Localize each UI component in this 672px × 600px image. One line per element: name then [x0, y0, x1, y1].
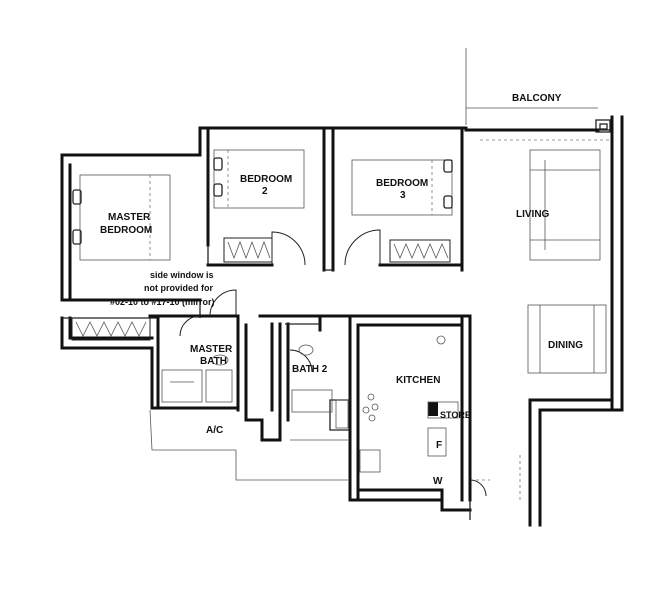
- label-bedroom-3-line1: BEDROOM: [376, 178, 428, 189]
- doors: [179, 229, 487, 497]
- label-bedroom-2-line2: 2: [262, 186, 268, 197]
- balcony-area: [465, 48, 611, 133]
- label-master-bedroom-line2: BEDROOM: [100, 225, 152, 236]
- label-dining: DINING: [548, 340, 583, 351]
- label-bedroom-2: BEDROOM 2: [240, 174, 292, 197]
- label-kitchen: KITCHEN: [396, 375, 440, 386]
- exterior-walls: [60, 115, 624, 527]
- label-bedroom-2-line1: BEDROOM: [240, 174, 292, 185]
- label-master-bath-line2: BATH: [200, 356, 227, 367]
- label-fridge: F: [436, 440, 442, 451]
- label-ac: A/C: [206, 425, 223, 436]
- label-bath-2: BATH 2: [292, 364, 328, 375]
- windows: [71, 237, 451, 341]
- note-line1: side window is: [150, 270, 214, 280]
- label-washer: W: [433, 476, 443, 487]
- label-bedroom-3: BEDROOM 3: [376, 178, 428, 201]
- label-master-bath-line1: MASTER: [190, 344, 233, 355]
- label-master-bedroom: MASTER BEDROOM: [100, 212, 152, 236]
- side-window-note: side window is not provided for #02-10 t…: [110, 270, 215, 307]
- label-balcony: BALCONY: [512, 93, 562, 104]
- label-living: LIVING: [516, 209, 550, 220]
- label-master-bath: MASTER BATH: [190, 344, 233, 367]
- note-line3: #02-10 to #17-10 (mirror): [110, 297, 215, 307]
- label-store: STORE: [440, 410, 471, 420]
- fixtures: [72, 139, 610, 500]
- note-line2: not provided for: [144, 283, 213, 293]
- internal-walls: [60, 126, 472, 520]
- label-master-bedroom-line1: MASTER: [108, 212, 151, 223]
- label-bedroom-3-line2: 3: [400, 190, 406, 201]
